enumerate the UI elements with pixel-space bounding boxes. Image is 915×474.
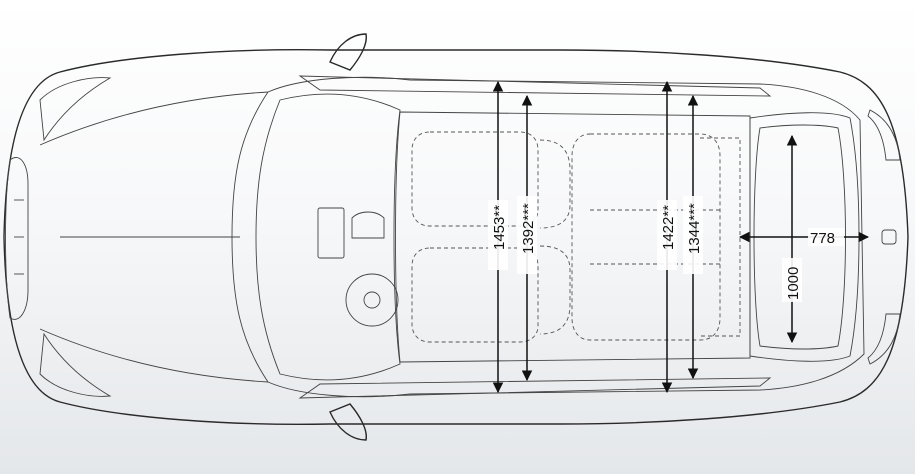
mirror-left <box>329 33 367 71</box>
car-body-outline <box>3 49 909 425</box>
mirror-right <box>329 403 367 441</box>
label-rear-1422: 1422** <box>660 205 677 250</box>
label-front-1453: 1453** <box>491 205 508 250</box>
tail-light-right <box>867 313 901 365</box>
front-grille <box>5 157 29 320</box>
rear-window <box>749 112 860 362</box>
cargo-area <box>753 124 846 350</box>
label-cargo-length: 778 <box>810 230 835 247</box>
steering-wheel <box>345 273 399 327</box>
headlight-right <box>39 332 112 397</box>
dashboard-screen <box>317 207 345 259</box>
label-front-1392: 1392*** <box>520 203 537 254</box>
label-rear-1344: 1344*** <box>686 203 703 254</box>
front-seat-right <box>411 247 539 343</box>
rear-badge <box>881 229 897 245</box>
cabin-outline <box>231 76 865 398</box>
headlight-left <box>39 77 112 142</box>
roof <box>395 111 751 363</box>
label-cargo-width: 1000 <box>785 267 802 300</box>
rear-seat-bench <box>571 133 721 341</box>
windshield <box>255 93 401 381</box>
tail-light-left <box>867 109 901 161</box>
